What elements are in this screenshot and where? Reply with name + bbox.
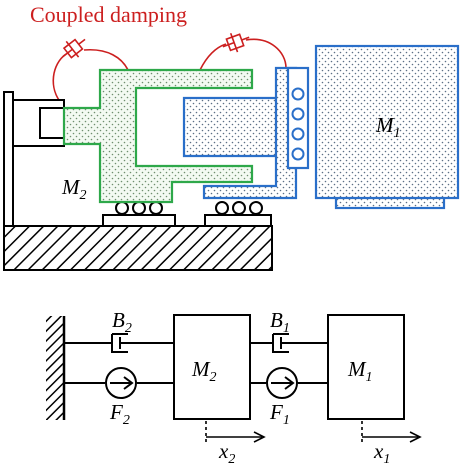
roller-bearing-left: [102, 201, 176, 227]
schematic-wall: [46, 316, 64, 420]
m1-mass-label: M1: [375, 113, 401, 141]
coupled-damper-left: [52, 38, 129, 105]
force-f1-label: F1: [269, 400, 290, 428]
m1-mass-block: [314, 44, 460, 200]
displacement-x2-arrow: [205, 421, 266, 444]
force-f2-label: F2: [109, 400, 130, 428]
coupled-damping-label: Coupled damping: [30, 2, 187, 27]
roller-bearing-right: [204, 201, 272, 227]
left-wall-post: [3, 91, 14, 227]
mass-m1-label: M1: [347, 357, 373, 385]
damper-b2: [64, 333, 174, 353]
displacement-x1-label: x1: [373, 439, 390, 463]
damping-curve-right-a: [199, 43, 227, 71]
damper-b2-label: B2: [112, 308, 132, 336]
ground-base: [3, 225, 273, 271]
damping-curve-left-a: [52, 53, 67, 105]
mass-m2-label: M2: [191, 357, 217, 385]
damper-icon-right: [222, 33, 250, 53]
damper-b1: [250, 333, 328, 353]
force-source-f2: [64, 367, 174, 399]
mass-m1-box: [327, 314, 405, 420]
force-source-f1: [250, 367, 328, 399]
displacement-x2-label: x2: [218, 439, 235, 463]
coupled-damper-right: [199, 33, 287, 71]
mechanism-illustration: Coupled damping: [3, 2, 460, 271]
damping-curve-left-b: [83, 48, 129, 71]
damper-icon-left: [62, 38, 86, 59]
m1-guide-rollers: [291, 87, 305, 161]
m2-stage-label: M2: [61, 175, 87, 203]
m2-stage-body: [62, 68, 254, 204]
mass-m2-box: [173, 314, 251, 420]
lumped-schematic: B2 F2 M2 B1: [46, 308, 422, 463]
damping-curve-right-b: [245, 38, 287, 69]
damper-b1-label: B1: [270, 308, 290, 336]
wall-bracket: [12, 99, 65, 147]
displacement-x1-arrow: [361, 421, 422, 444]
